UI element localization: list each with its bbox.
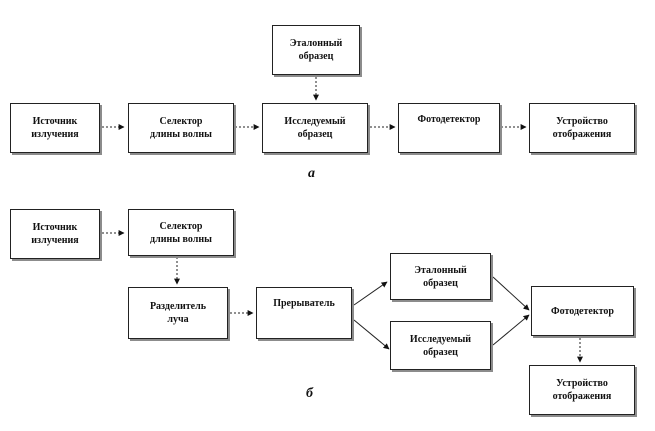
box-a-source-line2: излучения: [31, 129, 79, 140]
box-a-reference-line1: Эталонный: [289, 38, 343, 49]
box-a-detector: Фотодетектор: [398, 103, 500, 153]
box-a-reference: Эталонный образец: [272, 25, 360, 75]
box-a-source: Источник излучения: [10, 103, 100, 153]
box-a-sample-line1: Исследуемый: [284, 116, 346, 127]
box-b-display-line2: отображения: [552, 391, 612, 402]
box-b-reference: Эталонный образец: [390, 253, 491, 300]
box-b-selector-line2: длины волны: [150, 233, 212, 245]
box-a-display-line1: Устройство: [556, 116, 608, 127]
box-b-source-line1: Источник: [32, 222, 78, 233]
box-a-display: Устройство отображения: [529, 103, 635, 153]
box-b-splitter: Разделитель луча: [128, 287, 228, 339]
box-b-chopper: Прерыватель: [256, 287, 352, 339]
box-b-detector-line1: Фотодетектор: [551, 305, 614, 317]
panel-b-label: б: [306, 386, 313, 401]
box-b-splitter-line2: луча: [167, 314, 189, 325]
box-b-sample-line1: Исследуемый: [409, 333, 472, 345]
box-a-detector-line1: Фотодетектор: [417, 114, 481, 125]
box-b-reference-line1: Эталонный: [414, 264, 467, 276]
box-a-display-line2: отображения: [552, 129, 612, 140]
box-a-selector: Селектор длины волны: [128, 103, 234, 153]
box-b-source: Источник излучения: [10, 209, 100, 259]
arrow-b-chopper-sample: [353, 319, 390, 350]
box-b-detector: Фотодетектор: [531, 286, 634, 336]
box-b-sample-line2: образец: [423, 346, 458, 358]
box-b-display-line1: Устройство: [556, 378, 608, 389]
box-b-chopper-line1: Прерыватель: [273, 298, 335, 309]
box-a-sample-line2: образец: [297, 129, 333, 140]
panel-a-label: а: [308, 166, 315, 181]
box-b-sample: Исследуемый образец: [390, 321, 491, 370]
box-b-display: Устройство отображения: [529, 365, 635, 415]
box-a-source-line1: Источник: [32, 116, 78, 127]
box-a-reference-line2: образец: [298, 51, 334, 62]
arrow-b-chopper-reference: [353, 281, 388, 306]
box-b-reference-line2: образец: [423, 277, 458, 289]
box-b-selector: Селектор длины волны: [128, 209, 234, 256]
box-a-selector-line1: Селектор: [159, 116, 203, 127]
box-b-source-line2: излучения: [31, 235, 79, 246]
box-a-selector-line2: длины волны: [150, 129, 212, 140]
arrow-b-sample-detector: [492, 314, 530, 346]
box-b-selector-line1: Селектор: [159, 220, 203, 232]
box-b-splitter-line1: Разделитель: [149, 301, 207, 312]
box-a-sample: Исследуемый образец: [262, 103, 368, 153]
arrow-b-reference-detector: [492, 276, 530, 311]
